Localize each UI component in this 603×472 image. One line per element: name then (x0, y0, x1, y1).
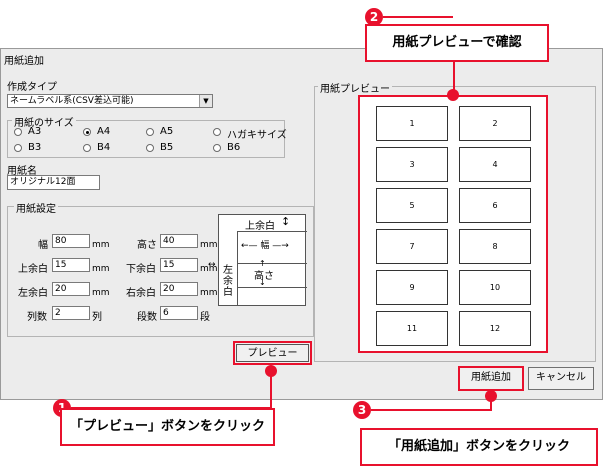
width-unit: mm (92, 240, 110, 250)
cols-unit: 列 (92, 312, 102, 323)
arrow-up-icon: ↑ (259, 259, 266, 268)
paper-size-group-label: 用紙のサイズ (12, 114, 76, 129)
radio-a3[interactable] (14, 128, 22, 136)
radio-b3[interactable] (14, 144, 22, 152)
callout-2-line (453, 62, 455, 94)
callout-3-badge: 3 (353, 401, 371, 419)
radio-b5[interactable] (146, 144, 154, 152)
cols-label: 列数 (27, 312, 47, 323)
rows-input[interactable]: 6 (160, 306, 198, 320)
callout-2-dot (447, 89, 459, 101)
dialog-title: 用紙追加 (4, 56, 44, 67)
diagram-width-arrow: ←— 幅 —→ (241, 241, 289, 251)
preview-cell: 6 (459, 188, 531, 223)
width-input[interactable]: 80 (52, 234, 90, 248)
width-label: 幅 (38, 240, 48, 251)
type-select-value: ネームラベル系(CSV差込可能) (10, 96, 134, 106)
arrow-updown-icon: ↕ (281, 215, 291, 228)
radio-a3-label: A3 (28, 126, 42, 137)
paper-size-group (7, 120, 285, 158)
preview-button-highlight: プレビュー (233, 341, 312, 365)
preview-cell: 12 (459, 311, 531, 346)
preview-cell: 3 (376, 147, 448, 182)
height-label: 高さ (137, 240, 157, 251)
callout-1-box: 「プレビュー」ボタンをクリック (60, 408, 275, 446)
preview-cell: 10 (459, 270, 531, 305)
radio-b6-label: B6 (227, 142, 241, 153)
rows-unit: 段 (200, 312, 210, 323)
paper-preview-group-label: 用紙プレビュー (318, 80, 392, 95)
bottom-margin-unit: mm (200, 264, 218, 274)
left-margin-label: 左余白 (18, 288, 48, 299)
paper-name-input[interactable]: オリジナル12面 (7, 175, 100, 190)
preview-cell: 7 (376, 229, 448, 264)
radio-b5-label: B5 (160, 142, 174, 153)
height-unit: mm (200, 240, 218, 250)
preview-cell: 4 (459, 147, 531, 182)
radio-b4-label: B4 (97, 142, 111, 153)
radio-a4-label: A4 (97, 126, 111, 137)
radio-a4[interactable] (83, 128, 91, 136)
callout-1-line (270, 371, 272, 408)
preview-cell: 9 (376, 270, 448, 305)
top-margin-input[interactable]: 15 (52, 258, 90, 272)
arrow-leftright-icon: ↔ (208, 260, 216, 270)
top-margin-label: 上余白 (18, 264, 48, 275)
preview-cell: 1 (376, 106, 448, 141)
radio-b3-label: B3 (28, 142, 42, 153)
rows-label: 段数 (137, 312, 157, 323)
bottom-margin-input[interactable]: 15 (160, 258, 198, 272)
right-margin-label: 右余白 (126, 288, 156, 299)
add-paper-button[interactable]: 用紙追加 (458, 366, 524, 391)
radio-postcard-label: ハガキサイズ (227, 130, 287, 141)
bottom-margin-label: 下余白 (126, 264, 156, 275)
top-margin-unit: mm (92, 264, 110, 274)
paper-settings-group-label: 用紙設定 (14, 200, 58, 215)
arrow-down-icon: ↓ (259, 278, 266, 287)
chevron-down-icon[interactable]: ▼ (199, 95, 212, 107)
preview-cell: 8 (459, 229, 531, 264)
right-margin-input[interactable]: 20 (160, 282, 198, 296)
preview-cell: 5 (376, 188, 448, 223)
diagram-height-label: 高さ (254, 271, 274, 282)
paper-settings-group (7, 206, 314, 337)
preview-button[interactable]: プレビュー (236, 344, 309, 362)
callout-3-connector (371, 409, 492, 411)
radio-a5-label: A5 (160, 126, 174, 137)
callout-3-line (490, 396, 492, 410)
callout-2-connector (383, 16, 453, 18)
type-select[interactable]: ネームラベル系(CSV差込可能) ▼ (7, 94, 213, 108)
paper-preview-group (314, 86, 596, 362)
preview-cell: 11 (376, 311, 448, 346)
diagram-left-label: 左余白 (223, 265, 233, 298)
callout-2-box: 用紙プレビューで確認 (365, 24, 549, 62)
radio-b4[interactable] (83, 144, 91, 152)
paper-name-label: 用紙名 (7, 166, 37, 177)
preview-cell: 2 (459, 106, 531, 141)
cancel-button[interactable]: キャンセル (528, 367, 594, 390)
height-input[interactable]: 40 (160, 234, 198, 248)
type-label: 作成タイプ (7, 82, 57, 93)
radio-a5[interactable] (146, 128, 154, 136)
left-margin-unit: mm (92, 288, 110, 298)
callout-3-box: 「用紙追加」ボタンをクリック (360, 428, 598, 466)
radio-b6[interactable] (213, 144, 221, 152)
diagram-top-label: 上余白 (245, 221, 275, 232)
callout-2-badge: 2 (365, 8, 383, 26)
left-margin-input[interactable]: 20 (52, 282, 90, 296)
right-margin-unit: mm (200, 288, 218, 298)
cols-input[interactable]: 2 (52, 306, 90, 320)
radio-postcard[interactable] (213, 128, 221, 136)
margin-diagram: 上余白 ↕ ←— 幅 —→ ↑ 高さ ↓ 左余白 (218, 214, 307, 306)
